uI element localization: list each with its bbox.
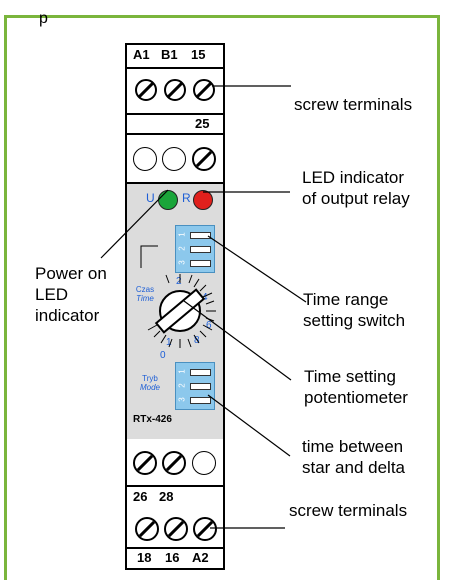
screw-terminal-15	[193, 79, 215, 101]
top-terminal-band	[127, 67, 223, 115]
dial-number-8: 8	[194, 335, 200, 346]
callout-line: star and delta	[302, 458, 406, 477]
mode-label: Tryb Mode	[135, 374, 165, 392]
callout-potentiometer: Time setting potentiometer	[304, 366, 408, 408]
dial-number-6: 6	[206, 320, 212, 331]
empty-terminal-hole	[192, 451, 216, 475]
leader-time-range	[207, 235, 307, 303]
screw-terminal-28	[162, 451, 186, 475]
terminal-label-26: 26	[133, 489, 148, 504]
callout-line: time between	[302, 437, 404, 456]
leader-star-delta	[207, 394, 291, 457]
time-label-pl: Czas	[135, 285, 155, 294]
callout-line: Time setting	[304, 367, 396, 386]
terminal-label-15: 15	[191, 47, 206, 62]
time-label-en: Time	[136, 294, 154, 303]
callout-line: indicator	[35, 306, 100, 325]
terminal-label-25: 25	[195, 116, 210, 131]
dip-slot[interactable]	[190, 369, 211, 376]
terminal-label-16: 16	[165, 550, 180, 565]
terminal-label-18: 18	[137, 550, 152, 565]
terminal-label-b1: B1	[161, 47, 178, 62]
callout-time-range-switch: Time range setting switch	[303, 289, 405, 331]
lower-terminal-band	[127, 439, 223, 485]
dip-slot[interactable]	[190, 246, 211, 253]
screw-terminal-16	[164, 517, 188, 541]
mode-label-en: Mode	[139, 383, 160, 392]
callout-screw-terminals-top: screw terminals	[294, 95, 413, 114]
lower-label-band: 26 28	[127, 485, 223, 511]
callout-line: LED	[35, 285, 69, 304]
callout-screw-terminals-bottom: screw terminals	[289, 501, 408, 520]
screw-terminal-25	[192, 147, 216, 171]
potentiometer-dial[interactable]	[147, 274, 216, 348]
mode-label-pl: Tryb	[142, 374, 158, 383]
model-label: RTx-426	[133, 414, 172, 425]
dial-number-0: 0	[160, 350, 166, 361]
callout-star-delta: time between star and delta	[302, 436, 405, 478]
led-u-label: U	[146, 191, 155, 205]
dip-slot[interactable]	[190, 232, 211, 239]
bottom-terminal-band	[127, 509, 223, 549]
dial-number-4: 4	[202, 292, 208, 303]
dial-number-1: 1	[166, 337, 172, 348]
time-range-dip-switch[interactable]: 1 2 3	[175, 225, 215, 273]
terminal-label-a1: A1	[133, 47, 150, 62]
callout-line: Time range	[303, 290, 389, 309]
dial-number-2: 2	[176, 276, 182, 287]
caption-fragment: p	[39, 10, 48, 27]
dip-slot[interactable]	[190, 383, 211, 390]
time-bracket	[140, 245, 158, 268]
terminal-label-a2: A2	[192, 550, 209, 565]
relay-led	[193, 190, 213, 210]
second-terminal-band	[127, 133, 223, 184]
terminal-label-28: 28	[159, 489, 174, 504]
empty-terminal-hole	[162, 147, 186, 171]
callout-line: LED indicator	[302, 168, 405, 187]
callout-line: potentiometer	[304, 388, 408, 407]
relay-device: A1 B1 15 25 U R 1 2 3 Czas Time 2 4 6 8 …	[125, 43, 225, 570]
screw-terminal-a2	[193, 517, 217, 541]
callout-line: setting switch	[303, 311, 406, 330]
leader-power-led	[100, 189, 169, 259]
dip-slot[interactable]	[190, 397, 211, 404]
mode-dip-switch[interactable]: 1 2 3	[175, 362, 215, 410]
screw-terminal-a1	[135, 79, 157, 101]
led-r-label: R	[182, 191, 191, 205]
leader-potentiometer	[183, 300, 292, 381]
time-label: Czas Time	[131, 285, 159, 303]
callout-led-output-relay: LED indicator of output relay	[302, 167, 410, 209]
dip-slot[interactable]	[190, 260, 211, 267]
callout-power-led: Power on LED indicator	[35, 263, 107, 326]
callout-line: Power on	[35, 264, 107, 283]
figure-frame: p	[4, 10, 440, 580]
screw-terminal-26	[133, 451, 157, 475]
empty-terminal-hole	[133, 147, 157, 171]
screw-terminal-b1	[164, 79, 186, 101]
screw-terminal-18	[135, 517, 159, 541]
callout-line: of output relay	[302, 189, 410, 208]
